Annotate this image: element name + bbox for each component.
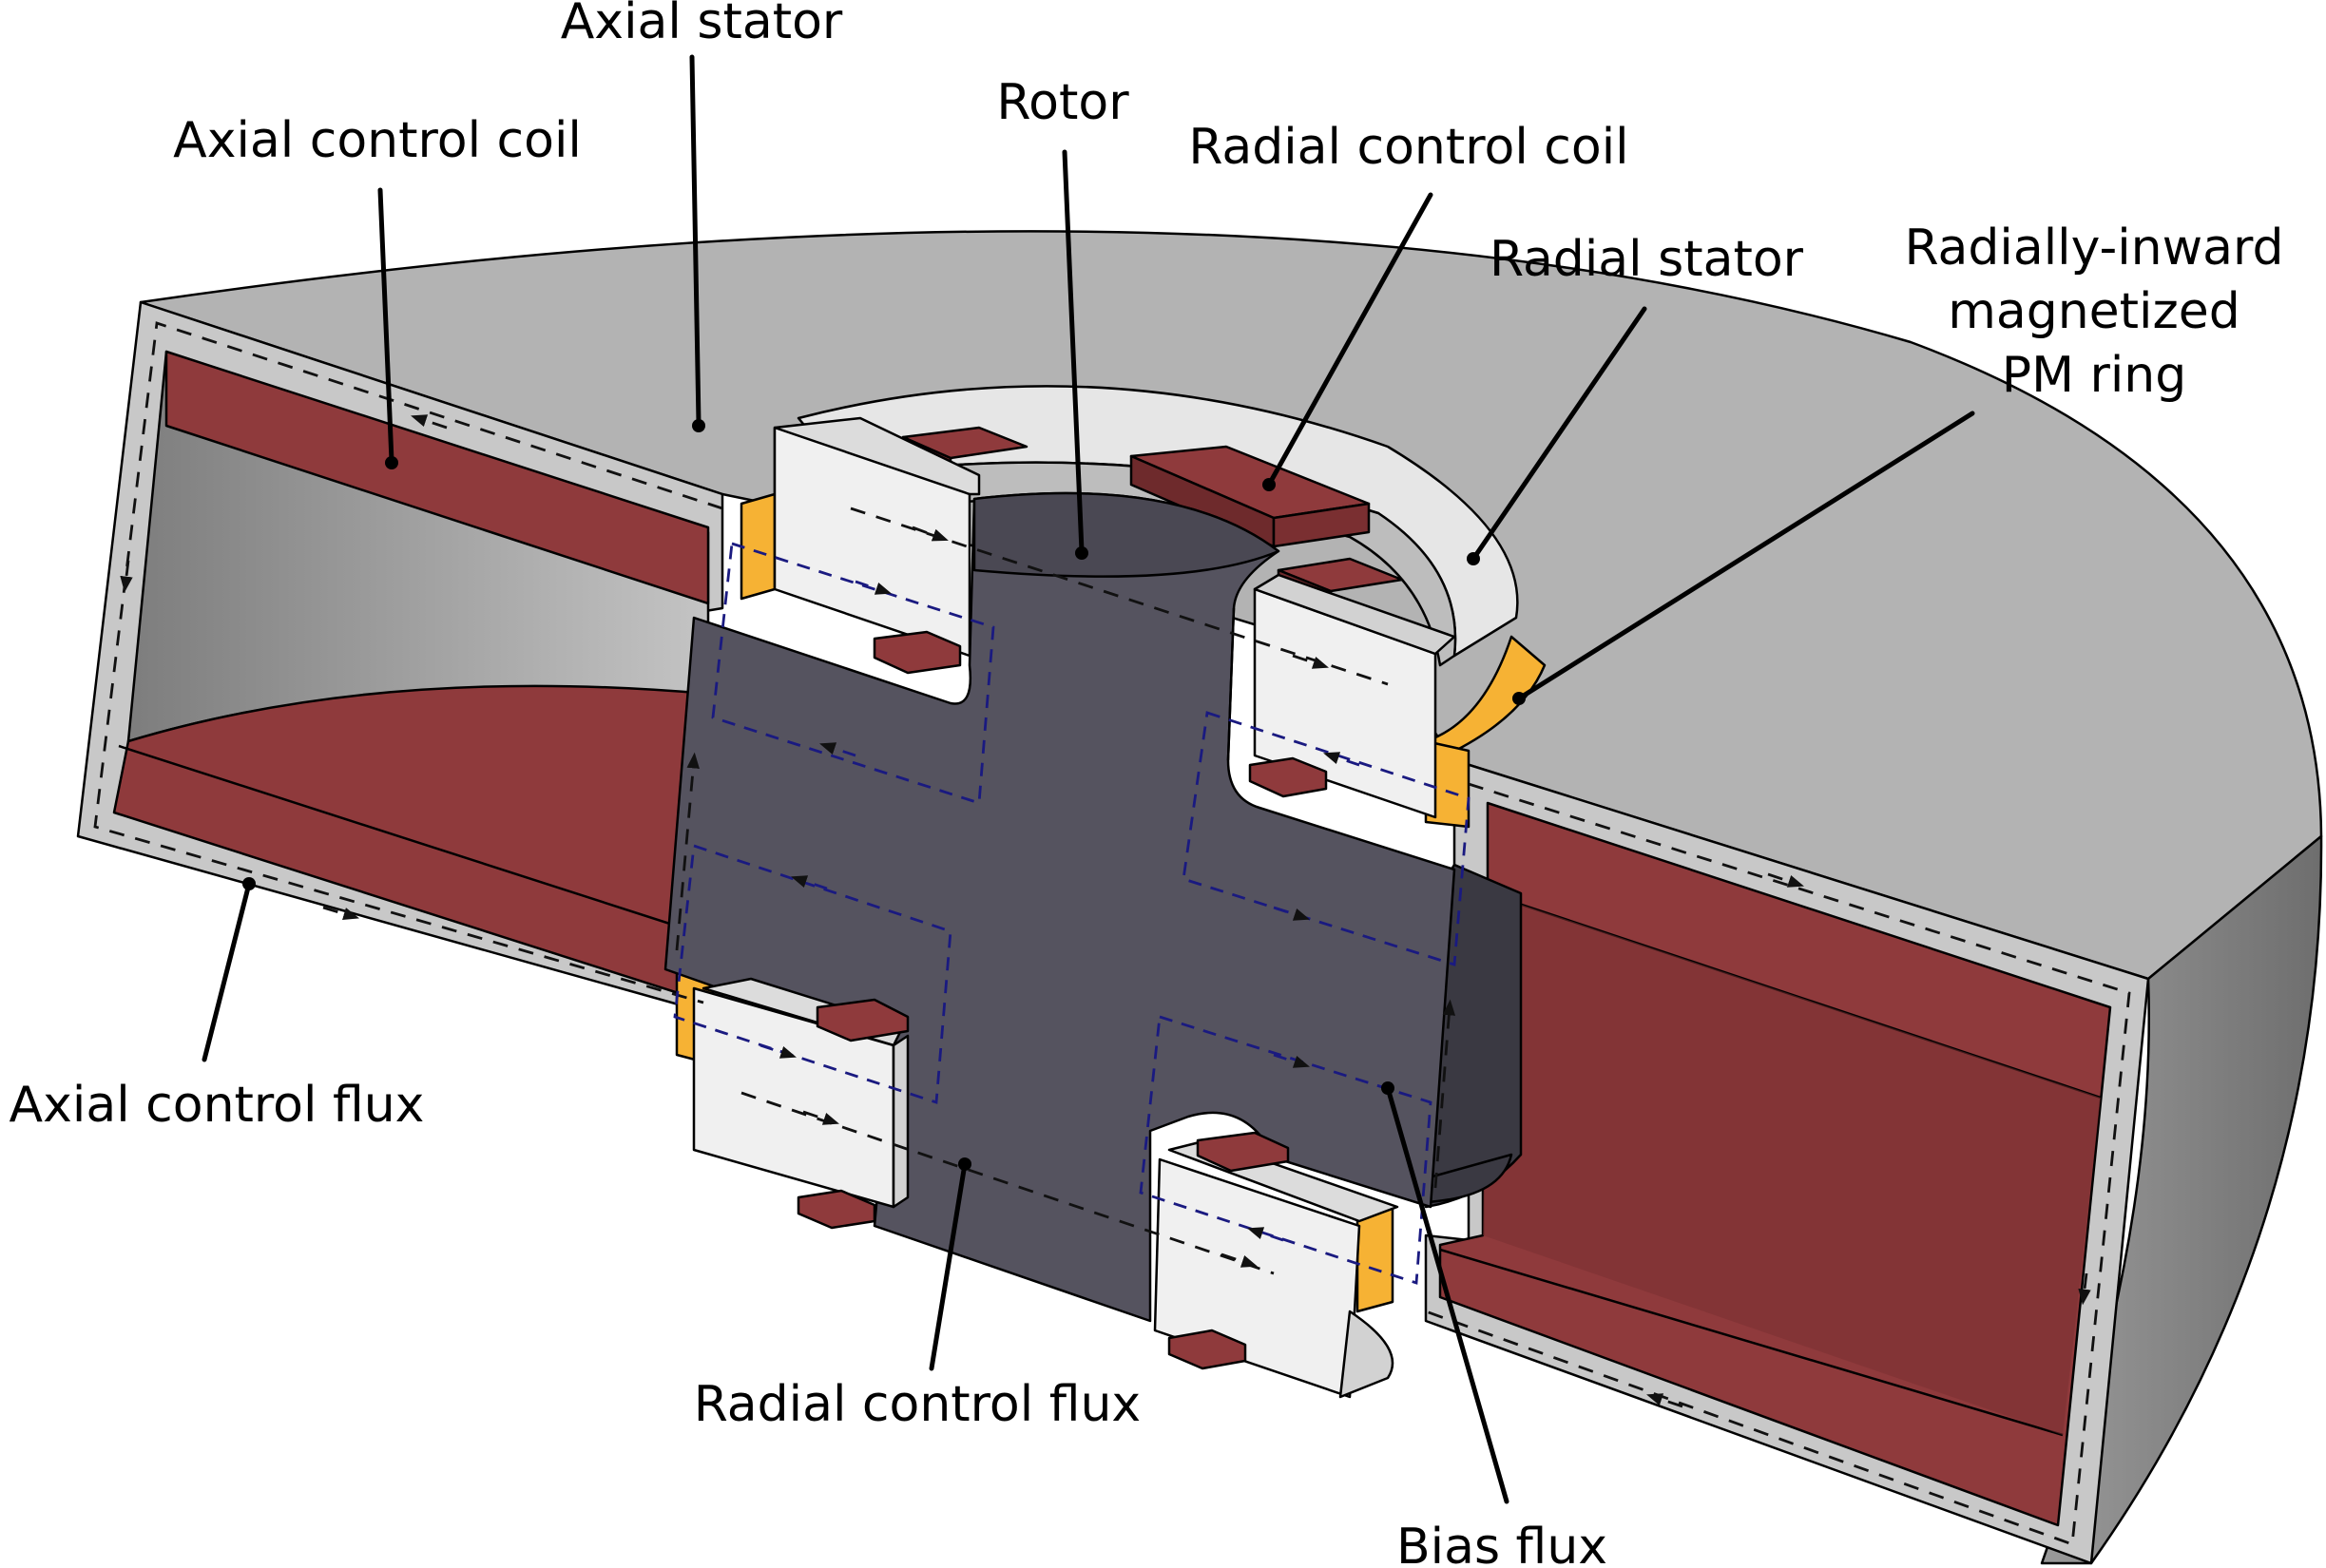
bias-flux-upper-arrow-l (912, 526, 949, 542)
pole-coil-lower-left-top (816, 998, 910, 1042)
leader-dot-radial-control-coil (1262, 478, 1276, 491)
leader-dot-axial-control-flux (242, 877, 256, 890)
radial-flux-upper-left-arrow-a (855, 580, 892, 595)
axial-flux-right-arrow-top (1767, 872, 1804, 888)
pole-lower-right-side (1338, 1310, 1394, 1399)
bias-flux-lower-arrow-l (802, 1110, 839, 1125)
pm-ring-upper (740, 492, 777, 601)
bias-flux-lower-arrow-r (1221, 1252, 1258, 1268)
pole-upper-right-side (1253, 573, 1456, 656)
label-radial-stator: Radial stator (1490, 231, 1804, 288)
coil-left-lower-edge (118, 744, 709, 938)
label-bias-flux: Bias flux (1396, 1519, 1607, 1568)
radial-flux-upper-right-arrow-b (1273, 906, 1310, 921)
pole-coil-lower-right-below (1167, 1329, 1247, 1370)
label-axial-control-coil: Axial control coil (173, 112, 582, 169)
label-radial-control-flux: Radial control flux (694, 1376, 1141, 1433)
leader-radial-control-coil (1266, 192, 1433, 488)
leader-dot-pm-ring (1512, 692, 1526, 705)
label-axial-stator: Axial stator (561, 0, 843, 50)
leader-axial-control-flux (202, 881, 252, 1062)
rotor-top-face (972, 491, 1280, 578)
radial-flux-lower-right-arrow-a (1273, 1053, 1310, 1068)
label-pm-ring-line1: Radially-inward (1905, 220, 2284, 277)
axial-flux-left-arrow-side (120, 560, 133, 593)
pm-ring-right (1424, 635, 1547, 762)
radial-flux-center-left-arrow-b (759, 1043, 797, 1059)
pole-coil-lower-left-below (797, 1189, 876, 1230)
leader-dot-radial-stator (1467, 552, 1480, 565)
pole-coil-upper-left-below (873, 630, 962, 675)
pm-ring-lower-right (1355, 1205, 1394, 1313)
right-coil-shade (1483, 893, 2101, 1435)
radial-flux-upper-left-arrow-b (819, 742, 856, 757)
radial-flux-center-left (673, 844, 952, 1104)
axial-flux-left-arrow-bottom (322, 906, 360, 921)
leader-dot-axial-stator (692, 419, 705, 432)
leader-radial-stator (1471, 306, 1647, 562)
leader-dot-rotor (1075, 546, 1088, 560)
axial-flux-right-arrow-bottom (1646, 1393, 1683, 1408)
radial-flux-upper-right-arrow-a (1323, 752, 1360, 767)
axial-flux-left-arrow-top (411, 414, 448, 430)
pole-coil-upper-right-below (1248, 756, 1328, 798)
leader-radial-control-flux (929, 1161, 968, 1371)
axial-flux-left-loop (93, 321, 723, 1004)
radial-flux-center-left-arrow-a (791, 875, 828, 890)
axial-stator-outer-side (2040, 834, 2323, 1565)
label-pm-ring-line2: magnetized (1948, 283, 2240, 340)
leader-pm-ring (1516, 411, 1975, 701)
radial-coil-top-side (1272, 502, 1371, 548)
radial-flux-upper-right (1182, 711, 1471, 966)
leader-axial-stator (689, 54, 702, 426)
label-radial-control-coil: Radial control coil (1188, 119, 1628, 176)
bias-flux-upper-arrow-r (1292, 654, 1329, 669)
leader-rotor (1062, 149, 1085, 554)
axial-flux-right-loop (1425, 782, 2131, 1546)
leader-bias-flux (1385, 1085, 1509, 1504)
leader-dot-radial-control-flux (958, 1157, 971, 1171)
radial-flux-lower-right (1139, 1015, 1432, 1285)
axial-coil-left-upper (164, 350, 710, 605)
leader-axial-control-coil (377, 187, 394, 464)
leader-dot-axial-control-coil (385, 456, 398, 469)
radial-flux-upper-left (711, 542, 995, 805)
leader-dot-bias-flux (1381, 1081, 1394, 1095)
pole-coil-lower-right-top (1196, 1131, 1290, 1173)
radial-flux-lower-right-arrow-b (1247, 1227, 1284, 1242)
axial-coil-left-lower (112, 684, 710, 1004)
bias-flux-left-vertical (675, 752, 700, 951)
bias-flux-right-vertical (1433, 999, 1456, 1189)
label-pm-ring-line3: PM ring (2002, 347, 2187, 404)
pole-lower-left-side (892, 1034, 910, 1209)
coil-right-lower-edge (1439, 1248, 2064, 1437)
axial-flux-right-arrow-side (2078, 1272, 2091, 1306)
label-axial-control-flux: Axial control flux (10, 1077, 425, 1134)
label-rotor: Rotor (996, 74, 1129, 131)
